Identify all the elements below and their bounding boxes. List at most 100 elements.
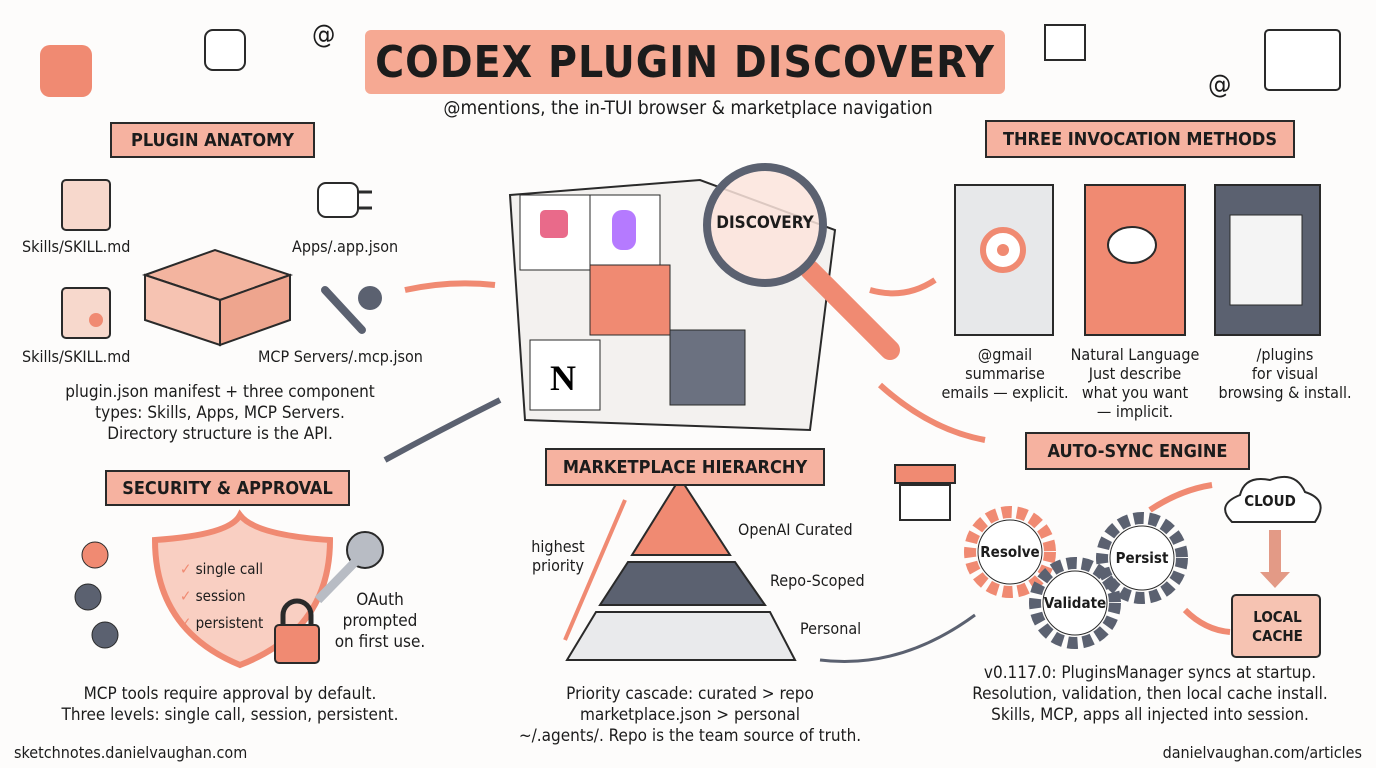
anatomy-label: MCP Servers/.mcp.json [258,347,423,366]
priority-label: highest priority [518,537,598,575]
plugin-anatomy-heading: PLUGIN ANATOMY [110,122,315,158]
text-line: browsing & install. [1218,383,1352,402]
level-persistent: ✓ persistent [180,610,263,637]
text-line: /plugins [1256,345,1314,364]
text-line: marketplace.json > personal [579,705,801,725]
text-line: MCP tools require approval by default. [83,684,377,704]
level-session: ✓ session [180,583,263,610]
priority-arrow [563,499,627,641]
cache-label: LOCAL CACHE [1240,608,1315,646]
magnifier-label: DISCOVERY [716,213,814,233]
check-circles [74,541,119,649]
anatomy-label: Apps/.app.json [292,237,399,256]
text-line: plugin.json manifest + three component [65,382,375,402]
pyramid [565,476,797,661]
text-line: for visual [1251,364,1319,383]
text-line: OAuth [356,590,404,610]
magnifier-icon [703,163,900,360]
tier-openai-curated: OpenAI Curated [738,520,853,539]
arrow-to-autosync [877,382,986,443]
anatomy-label: Skills/SKILL.md [22,347,131,366]
at-icon: @ [312,20,336,50]
anatomy-description: plugin.json manifest + three component t… [40,382,400,445]
level-label: persistent [195,614,264,632]
marketplace-heading: MARKETPLACE HIERARCHY [545,448,825,486]
box-icon [141,248,294,347]
page-title: CODEX PLUGIN DISCOVERY [375,36,995,88]
invocation-heading: THREE INVOCATION METHODS [985,120,1295,158]
openai-icon [40,45,92,97]
arrow-to-cloud [1148,482,1213,513]
store-top-icon [1044,24,1086,61]
text-line: Skills, MCP, apps all injected into sess… [991,705,1309,725]
method-implicit: Natural Language Just describe what you … [1060,345,1210,421]
arrow-from-cache [1182,607,1231,635]
folder-icon [1231,594,1321,658]
security-description: MCP tools require approval by default. T… [30,684,430,726]
door-explicit [954,184,1054,336]
page-subtitle: @mentions, the in-TUI browser & marketpl… [443,97,933,119]
cloud-label: CLOUD [1244,492,1296,510]
text-line: priority [532,556,584,575]
text-line: summarise [965,364,1045,383]
method-browser: /plugins for visual browsing & install. [1200,345,1370,402]
door-browser [1214,184,1321,336]
gear-persist [1096,512,1188,604]
approval-levels: ✓ single call ✓ session ✓ persistent [180,556,263,637]
text-line: highest [531,537,585,556]
figma-icon [204,29,246,71]
text-line: types: Skills, Apps, MCP Servers. [95,403,345,423]
text-line: Just describe [1088,364,1182,383]
gear-label-resolve: Resolve [980,543,1040,561]
text-line: ~/.agents/. Repo is the team source of t… [518,726,862,746]
cloud-icon [1224,476,1322,523]
store-icon [894,464,956,521]
check-icon: ✓ [180,587,192,605]
text-line: v0.117.0: PluginsManager syncs at startu… [983,663,1317,683]
text-line: Priority cascade: curated > repo [566,684,814,704]
text-line: CACHE [1252,627,1303,645]
down-arrow-head [1260,572,1290,588]
gear-label-persist: Persist [1115,549,1169,567]
gear-resolve [964,506,1056,598]
text-line: Three levels: single call, session, pers… [61,705,399,725]
title-highlight [365,30,1005,94]
svg-text:N: N [550,358,576,398]
autosync-description: v0.117.0: PluginsManager syncs at startu… [940,663,1360,726]
certificate-icon [61,287,111,339]
at-icon: @ [1208,70,1232,100]
door-implicit [1084,184,1186,336]
text-line: prompted [342,611,418,631]
autosync-heading: AUTO-SYNC ENGINE [1025,432,1250,470]
method-explicit: @gmail summarise emails — explicit. [920,345,1090,402]
plug-icon [317,182,372,218]
wrench-icon [321,286,382,334]
browser-icon [1264,29,1341,91]
text-line: Directory structure is the API. [107,424,333,444]
gear-validate [1029,557,1121,649]
footer-right-link[interactable]: danielvaughan.com/articles [1162,743,1362,762]
footer-left-link[interactable]: sketchnotes.danielvaughan.com [14,743,248,762]
arrow-to-gears [819,613,976,664]
marketplace-description: Priority cascade: curated > repo marketp… [490,684,890,747]
arrow-to-security [383,397,502,463]
text-line: Natural Language [1070,345,1200,364]
key-icon [314,531,384,604]
text-line: on first use. [334,632,426,652]
arrow-to-invocation [869,277,937,297]
scroll-icon [61,179,111,231]
tier-personal: Personal [800,619,862,638]
text-line: Resolution, validation, then local cache… [972,684,1328,704]
text-line: — implicit. [1096,402,1174,421]
padlock-icon [274,598,320,664]
check-icon: ✓ [180,614,192,632]
text-line: what you want [1081,383,1189,402]
text-line: @gmail [977,345,1033,364]
anatomy-label: Skills/SKILL.md [22,237,131,256]
gear-label-validate: Validate [1043,594,1107,612]
tier-repo-scoped: Repo-Scoped [770,571,865,590]
arrow-to-anatomy [404,280,496,293]
check-icon: ✓ [180,560,192,578]
level-single-call: ✓ single call [180,556,263,583]
